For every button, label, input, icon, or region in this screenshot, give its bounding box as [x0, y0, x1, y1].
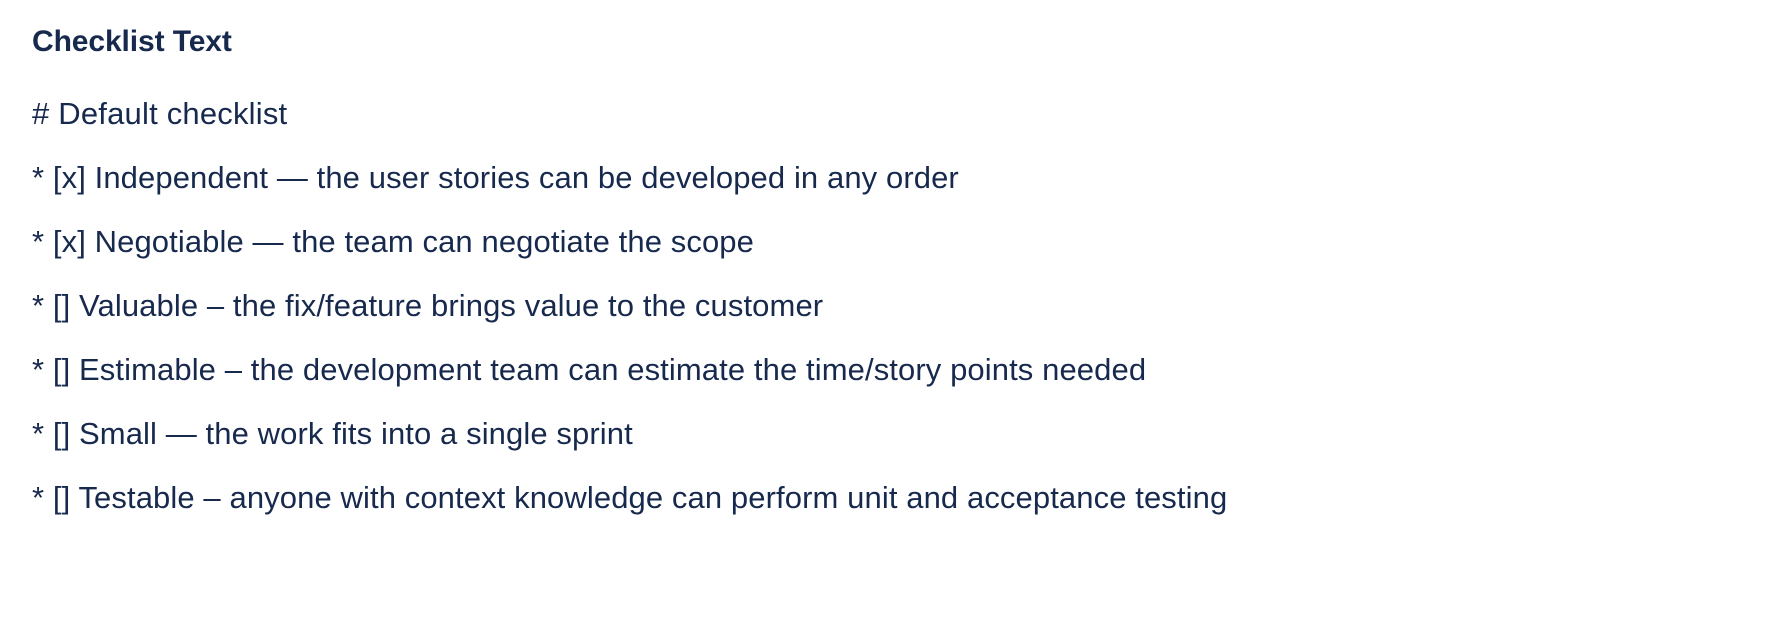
- checklist-line-independent: * [x] Independent — the user stories can…: [32, 160, 959, 195]
- checklist-text-content[interactable]: # Default checklist * [x] Independent — …: [32, 82, 1740, 530]
- checklist-line-valuable: * [] Valuable – the fix/feature brings v…: [32, 288, 824, 323]
- checklist-line-heading: # Default checklist: [32, 96, 288, 131]
- checklist-line-small: * [] Small — the work fits into a single…: [32, 416, 633, 451]
- checklist-line-negotiable: * [x] Negotiable — the team can negotiat…: [32, 224, 754, 259]
- checklist-line-testable: * [] Testable – anyone with context know…: [32, 480, 1228, 515]
- checklist-line-estimable: * [] Estimable – the development team ca…: [32, 352, 1147, 387]
- page-title: Checklist Text: [32, 25, 232, 58]
